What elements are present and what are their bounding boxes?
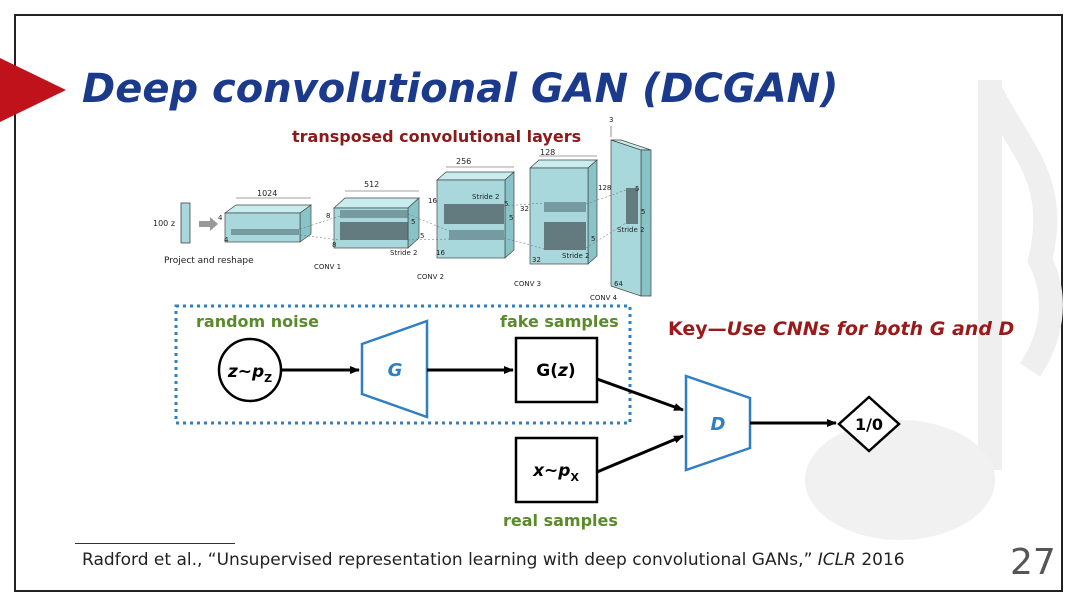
output-diamond	[837, 395, 901, 453]
generator-block	[360, 319, 429, 419]
svg-text:4: 4	[224, 236, 229, 244]
svg-text:32: 32	[520, 205, 529, 213]
svg-text:256: 256	[456, 157, 471, 166]
noise-symbol: z~pZ	[227, 362, 272, 385]
svg-text:Stride 2: Stride 2	[562, 252, 589, 260]
generator-group-box	[174, 304, 632, 425]
svg-text:16: 16	[428, 197, 437, 205]
reshape-arrow-icon	[199, 217, 218, 231]
real-sample-symbol: x~pX	[532, 461, 579, 484]
svg-text:4: 4	[218, 214, 223, 222]
svg-text:1024: 1024	[257, 189, 277, 198]
page-number: 27	[1010, 542, 1056, 583]
svg-text:5: 5	[504, 200, 508, 208]
svg-text:128: 128	[598, 184, 611, 192]
svg-text:16: 16	[436, 249, 445, 257]
svg-text:32: 32	[532, 256, 541, 264]
svg-text:128: 128	[540, 148, 555, 157]
footnote-rule	[75, 543, 235, 544]
architecture-title: transposed convolutional layers	[292, 127, 582, 146]
svg-text:5: 5	[411, 218, 415, 226]
svg-text:Stride 2: Stride 2	[617, 226, 644, 234]
svg-text:5: 5	[591, 235, 595, 243]
svg-text:CONV 4: CONV 4	[590, 294, 618, 302]
svg-text:8: 8	[326, 212, 330, 220]
arrow-fake-to-d	[596, 377, 684, 412]
key-prefix: Key—	[668, 318, 727, 340]
svg-text:8: 8	[332, 241, 336, 249]
svg-text:5: 5	[420, 232, 424, 240]
key-text: Use CNNs for both G and D	[726, 318, 1015, 340]
output-label: 1/0	[855, 415, 883, 434]
svg-text:Stride 2: Stride 2	[390, 249, 417, 257]
input-vector	[180, 202, 191, 244]
generator-label: G	[388, 360, 403, 381]
input-label: 100 z	[153, 219, 175, 228]
gan-flow: z~pZ G G(z) x~pX D 1/0	[174, 304, 901, 504]
fake-sample-box	[514, 336, 599, 404]
random-noise-label: random noise	[196, 312, 320, 331]
citation: Radford et al., “Unsupervised representa…	[82, 550, 905, 570]
fake-sample-symbol: G(z)	[536, 361, 575, 381]
fake-samples-label: fake samples	[500, 312, 619, 331]
dcgan-architecture: 100 z Project and reshape 1024 4 4 CONV …	[153, 116, 652, 302]
title-arrow-icon	[0, 58, 66, 122]
key-message: Key—Use CNNs for both G and D	[668, 318, 1014, 340]
svg-text:5: 5	[641, 208, 645, 216]
real-sample-box	[514, 436, 599, 504]
svg-text:512: 512	[364, 180, 379, 189]
citation-venue: ICLR	[817, 550, 856, 570]
svg-text:3: 3	[609, 116, 613, 124]
music-note-watermark	[805, 80, 1063, 540]
citation-year: 2016	[855, 550, 905, 570]
svg-text:5: 5	[509, 214, 513, 222]
discriminator-label: D	[711, 414, 726, 435]
slide-title: Deep convolutional GAN (DCGAN)	[82, 66, 839, 112]
discriminator-block	[684, 374, 752, 472]
arrow-real-to-d	[596, 434, 684, 474]
citation-text: Radford et al., “Unsupervised representa…	[82, 550, 818, 570]
project-label: Project and reshape	[164, 256, 254, 266]
svg-text:CONV 1: CONV 1	[314, 263, 341, 271]
svg-text:Stride 2: Stride 2	[472, 193, 499, 201]
svg-text:CONV 2: CONV 2	[417, 273, 444, 281]
svg-text:5: 5	[635, 185, 639, 193]
svg-text:CONV 3: CONV 3	[514, 280, 541, 288]
real-samples-label: real samples	[503, 511, 618, 530]
svg-text:64: 64	[614, 280, 623, 288]
